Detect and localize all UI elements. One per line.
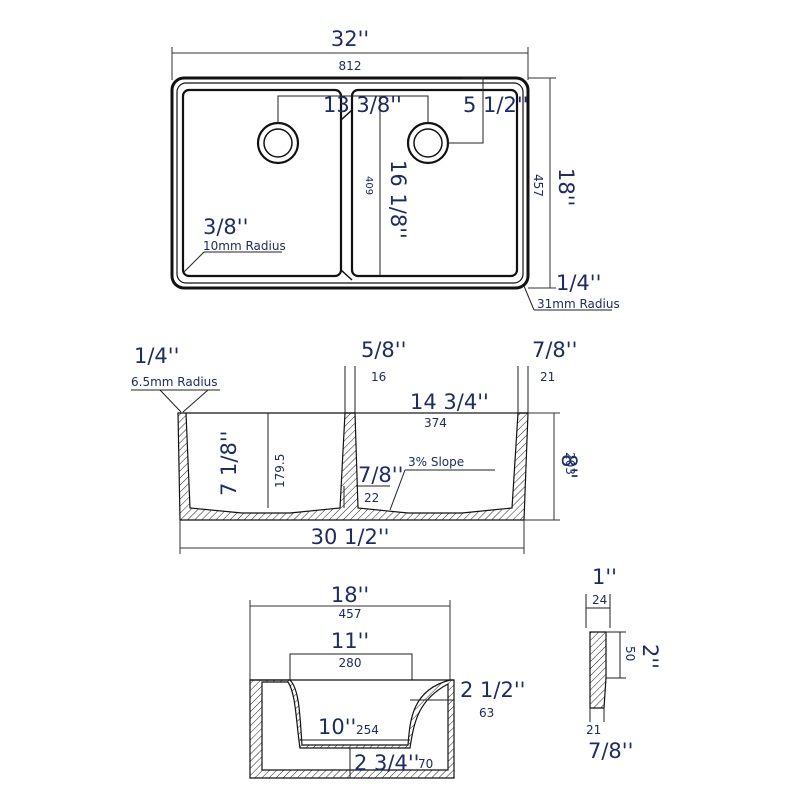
- slope-label: 3% Slope: [408, 455, 464, 469]
- top-width-in: 32'': [331, 27, 369, 51]
- front-view: 1/4'' 6.5mm Radius 5/8'' 16 7/8'' 21 14 …: [131, 338, 581, 554]
- wall-thickness-in: 7/8'': [532, 338, 577, 362]
- left-bowl: [181, 88, 343, 278]
- drain-offset-right: 5 1/2'': [463, 93, 528, 117]
- sink-inner-rim: [176, 82, 524, 284]
- profile-wall-thickness-mm: 21: [586, 723, 601, 737]
- side-width-in: 18'': [331, 583, 369, 607]
- ledge-in: 2 1/2'': [460, 678, 525, 702]
- bowl-height-in: 7 1/8'': [217, 431, 241, 496]
- bottom-thickness-in: 7/8'': [358, 463, 403, 487]
- front-section-hatch: [177, 412, 529, 521]
- drain-offset-bracket: [277, 95, 429, 123]
- profile-wall-thickness-in: 7/8'': [588, 739, 633, 763]
- outer-radius-mm: 31mm Radius: [537, 297, 620, 311]
- profile-lip-height-in: 2'': [638, 644, 662, 669]
- divider-thickness-mm: 16: [371, 370, 386, 384]
- bottom-thickness-mm: 22: [364, 491, 379, 505]
- right-drain-offset-bracket: [448, 77, 484, 144]
- profile-lip-height-mm: 50: [623, 646, 637, 661]
- divider-notch-top: [340, 109, 353, 121]
- wall-thickness-mm: 21: [540, 370, 555, 384]
- side-bottom-height-in: 2 3/4'': [354, 751, 419, 775]
- side-width-mm: 457: [339, 607, 362, 621]
- total-height-mm: 203: [563, 452, 577, 475]
- profile-view: 1'' 24 2'' 50 21 7/8'': [585, 565, 662, 763]
- side-bottom-height-mm: 70: [418, 757, 433, 771]
- drain-offset-left: 13 3/8'': [323, 93, 402, 117]
- bowl-width-mm: 374: [424, 416, 447, 430]
- top-view: 32'' 812 13 3/8'' 5 1/2'' 16 1/8'' 409 1…: [170, 27, 620, 311]
- right-drain-inner: [413, 128, 443, 158]
- bottom-width: 30 1/2'': [311, 525, 390, 549]
- right-bowl: [350, 88, 519, 278]
- bowl-depth-mm: 409: [363, 176, 374, 195]
- profile-top-width-in: 1'': [592, 565, 617, 589]
- inner-radius-in: 3/8'': [203, 215, 248, 239]
- front-corner-leader-a: [159, 389, 182, 413]
- bowl-height-mm: 179.5: [273, 454, 287, 488]
- inner-radius-mm: 10mm Radius: [203, 239, 286, 253]
- bowl-width-in: 14 3/4'': [410, 390, 489, 414]
- side-bottom-width-mm: 254: [356, 723, 379, 737]
- front-corner-radius-in: 1/4'': [134, 344, 179, 368]
- top-width-mm: 812: [339, 59, 362, 73]
- top-depth-mm: 457: [531, 174, 545, 197]
- top-opening-in: 11'': [331, 629, 369, 653]
- top-opening-mm: 280: [339, 656, 362, 670]
- slope-leader-diag: [389, 469, 406, 511]
- total-height-in: 8'': [557, 454, 581, 479]
- outer-radius-in: 1/4'': [556, 271, 601, 295]
- profile-top-width-mm: 24: [592, 593, 607, 607]
- ledge-mm: 63: [479, 706, 494, 720]
- left-drain-inner: [263, 128, 293, 158]
- front-corner-leader-b: [182, 389, 209, 413]
- divider-thickness-in: 5/8'': [361, 338, 406, 362]
- front-corner-radius-mm: 6.5mm Radius: [131, 375, 218, 389]
- side-bowl-interior: [261, 681, 449, 771]
- top-depth-in: 18'': [554, 168, 578, 206]
- profile-section-hatch: [589, 631, 607, 709]
- side-view: 18'' 457 11'' 280 2 1/2'' 63 10'' 254 2 …: [249, 583, 525, 779]
- sink-outer-rim: [170, 76, 530, 290]
- divider-notch-bottom: [340, 269, 353, 281]
- side-bottom-width-in: 10'': [318, 715, 356, 739]
- top-opening-bracket: [289, 653, 413, 680]
- outer-radius-leader: [523, 285, 535, 311]
- inner-radius-leader: [183, 251, 205, 273]
- bowl-depth-in: 16 1/8'': [386, 160, 410, 239]
